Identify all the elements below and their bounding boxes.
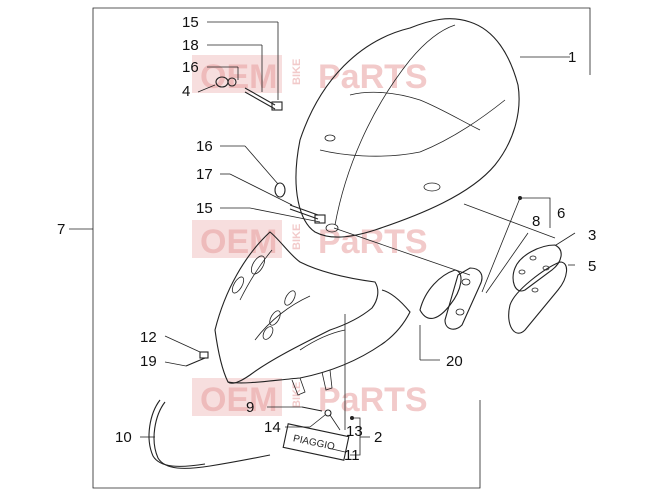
callout-19: 19	[140, 353, 157, 370]
leader-lines	[140, 21, 576, 456]
callout-16b: 16	[196, 138, 213, 155]
callout-10: 10	[115, 429, 132, 446]
callout-15a: 15	[182, 14, 199, 31]
svg-text:BIKE: BIKE	[291, 59, 303, 85]
callout-13: 13	[346, 423, 363, 440]
callout-12: 12	[140, 329, 157, 346]
svg-text:OEM: OEM	[200, 381, 277, 419]
hardware	[185, 76, 332, 417]
callout-15b: 15	[196, 200, 213, 217]
callout-18: 18	[182, 37, 199, 54]
frame-lines	[69, 7, 591, 489]
callout-16a: 16	[182, 59, 199, 76]
callout-1: 1	[568, 49, 576, 66]
front-fairing	[214, 231, 411, 396]
callout-2: 2	[374, 429, 382, 446]
badge-plate: PIAGGIO	[282, 423, 350, 461]
watermark-bottom: OEM BIKE PaRTS	[192, 378, 428, 419]
marker-dots	[350, 196, 522, 420]
mount-brackets	[419, 244, 568, 334]
svg-text:PaRTS: PaRTS	[318, 223, 428, 261]
callout-20: 20	[446, 353, 463, 370]
svg-text:OEM: OEM	[200, 58, 277, 96]
callout-4: 4	[182, 83, 190, 100]
callout-7: 7	[57, 221, 65, 238]
callout-14: 14	[264, 419, 281, 436]
callout-9: 9	[246, 399, 254, 416]
svg-text:BIKE: BIKE	[291, 224, 303, 250]
svg-text:PaRTS: PaRTS	[318, 381, 428, 419]
callout-5: 5	[588, 258, 596, 275]
callout-17: 17	[196, 166, 213, 183]
callout-6: 6	[557, 205, 565, 222]
svg-text:BIKE: BIKE	[291, 382, 303, 408]
callout-labels: 15 18 16 4 1 16 17 15 7 6 8 3 5 20 12 19…	[57, 14, 596, 464]
svg-text:PaRTS: PaRTS	[318, 58, 428, 96]
watermark-top: OEM BIKE PaRTS	[192, 55, 428, 96]
callout-3: 3	[588, 227, 596, 244]
callout-8: 8	[532, 213, 540, 230]
callout-11: 11	[344, 447, 360, 464]
windshield	[295, 18, 520, 238]
badge-plate-text: PIAGGIO	[292, 433, 336, 453]
watermark-middle: OEM BIKE PaRTS	[192, 220, 428, 261]
trim-strip	[148, 399, 271, 469]
svg-text:OEM: OEM	[200, 223, 277, 261]
